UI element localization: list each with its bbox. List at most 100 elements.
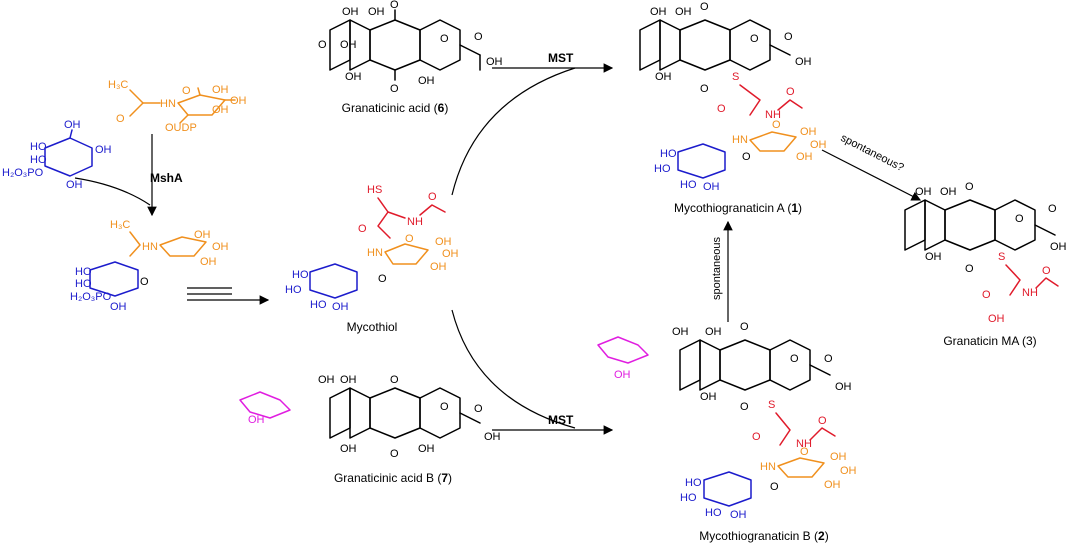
atom-o-b5: O — [790, 353, 799, 365]
label-granaticinic-acid-b-7: Granaticinic acid B (7) — [334, 471, 452, 485]
atom-o-gb5: O — [440, 401, 449, 413]
atom-ho-a2: HO — [654, 163, 671, 175]
atom-oh-i3: OH — [110, 301, 127, 313]
atom-nh-m: NH — [407, 216, 423, 228]
atom-o-ma9: O — [1042, 265, 1051, 277]
atom-oh-a13: OH — [810, 139, 827, 151]
atom-o-a8: O — [784, 31, 793, 43]
atom-o-m4: O — [378, 273, 387, 285]
atom-ho-a1: HO — [660, 148, 677, 160]
atom-o-g6f: O — [440, 33, 449, 45]
atom-o-b7: O — [740, 401, 749, 413]
atom-oh-m1: OH — [435, 236, 452, 248]
atom-nh-ma: NH — [1022, 287, 1038, 299]
atom-o-ma10: O — [982, 289, 991, 301]
atom-o-a10: O — [717, 103, 726, 115]
atom-oh-gb8: OH — [418, 443, 435, 455]
atom-hn-m: HN — [367, 247, 383, 259]
msha-label: MshA — [150, 171, 183, 185]
atom-nh-a: NH — [765, 109, 781, 121]
atom-o-m2: O — [358, 223, 367, 235]
atom-o-m3: O — [405, 233, 414, 245]
mst-bottom-label: MST — [548, 413, 574, 427]
atom-oh-g2: OH — [212, 241, 229, 253]
atom-oh-b1: OH — [614, 369, 631, 381]
msha-curve — [74, 177, 151, 206]
granaticin-ma-3-structure: OH OH O O OH O OH O S NH O O OH — [904, 181, 1067, 325]
atom-oh-b15: OH — [824, 479, 841, 491]
atom-oh-b3: OH — [705, 326, 722, 338]
granaticinic-acid-6-structure: OH OH O O OH O OH O OH OH O — [318, 0, 503, 95]
atom-o-m1: O — [428, 191, 437, 203]
atom-s-a: S — [732, 71, 739, 83]
atom-ho-left2: HO — [30, 154, 47, 166]
atom-oh-a12: OH — [800, 126, 817, 138]
atom-o-a6: O — [700, 83, 709, 95]
atom-oh-gb1: OH — [248, 414, 265, 426]
mycothiol-to-b-curve — [451, 309, 576, 429]
atom-oh-a5: OH — [655, 71, 672, 83]
atom-o-b11: O — [752, 431, 761, 443]
atom-oh-right: OH — [95, 144, 112, 156]
atom-nh-b: NH — [796, 438, 812, 450]
atom-o-acetyl: O — [116, 113, 125, 125]
atom-o-a9: O — [786, 86, 795, 98]
atom-o-g6h: O — [390, 83, 399, 95]
atom-ho-m1: HO — [292, 269, 309, 281]
atom-o-b4: O — [740, 321, 749, 333]
atom-oh-gb6: OH — [340, 443, 357, 455]
atom-oh-ma7: OH — [1050, 241, 1067, 253]
atom-oh-g6i: OH — [418, 75, 435, 87]
spontaneous-label: spontaneous — [711, 237, 723, 300]
atom-oh-g1: OH — [194, 229, 211, 241]
atom-oh-b14: OH — [840, 465, 857, 477]
atom-oh-ma1: OH — [915, 186, 932, 198]
atom-h2o3po: H₂O₃PO — [2, 167, 44, 179]
atom-oh-ma5: OH — [925, 251, 942, 263]
atom-o-g6d: O — [318, 39, 327, 51]
atom-hn: HN — [160, 98, 176, 110]
atom-oh-a2: OH — [675, 6, 692, 18]
mycothiogranaticin-a-1-structure: OH OH O O OH O OH O S NH O O HN O OH OH … — [639, 1, 827, 193]
atom-oh-gb3: OH — [340, 374, 357, 386]
atom-o-ring: O — [182, 85, 191, 97]
atom-oh-ma2: OH — [940, 186, 957, 198]
atom-h2o3po-2: H₂O₃PO — [70, 291, 112, 303]
atom-oh-g6a: OH — [342, 6, 359, 18]
atom-ho-m3: HO — [310, 299, 327, 311]
atom-o-gb10: O — [474, 403, 483, 415]
atom-o-ma6: O — [965, 263, 974, 275]
atom-oh-g6b: OH — [368, 6, 385, 18]
atom-ho-b2: HO — [680, 492, 697, 504]
inositol-phosphate-structure: OH HO OH HO H₂O₃PO OH — [2, 119, 112, 191]
mst-top-label: MST — [548, 51, 574, 65]
atom-oh-gb2: OH — [318, 374, 335, 386]
atom-h3c-2: H₃C — [110, 219, 130, 231]
atom-ho-i1: HO — [75, 266, 92, 278]
atom-o-gb4: O — [390, 374, 399, 386]
atom-h3c: H₃C — [108, 79, 128, 91]
spontaneous-q-arrow — [821, 149, 922, 201]
atom-oh-top: OH — [64, 119, 81, 131]
atom-oh-g6e: OH — [340, 39, 357, 51]
label-mycothiogranaticin-b-2: Mycothiogranaticin B (2) — [699, 529, 828, 543]
atom-oh-gb9: OH — [484, 431, 501, 443]
atom-ho-left: HO — [30, 141, 47, 153]
atom-o-b12: O — [800, 446, 809, 458]
atom-oh-3: OH — [212, 104, 229, 116]
atom-o-ma4: O — [1015, 213, 1024, 225]
label-granaticin-ma-3: Granaticin MA (3) — [943, 334, 1036, 348]
atom-o-ma3: O — [965, 181, 974, 193]
atom-oh-1: OH — [212, 84, 229, 96]
atom-ho-a3: HO — [680, 179, 697, 191]
atom-oh-2: OH — [230, 95, 247, 107]
atom-oh-m2: OH — [442, 248, 459, 260]
label-granaticinic-acid-6: Granaticinic acid (6) — [342, 101, 449, 115]
label-mycothiogranaticin-a-1: Mycothiogranaticin A (1) — [674, 201, 802, 215]
atom-o-a3: O — [700, 1, 709, 13]
atom-oh-a14: OH — [796, 151, 813, 163]
atom-ho-b1: HO — [685, 477, 702, 489]
atom-o-b9: O — [824, 353, 833, 365]
atom-oh-bottom: OH — [66, 179, 83, 191]
atom-o-ma8: O — [1048, 203, 1057, 215]
